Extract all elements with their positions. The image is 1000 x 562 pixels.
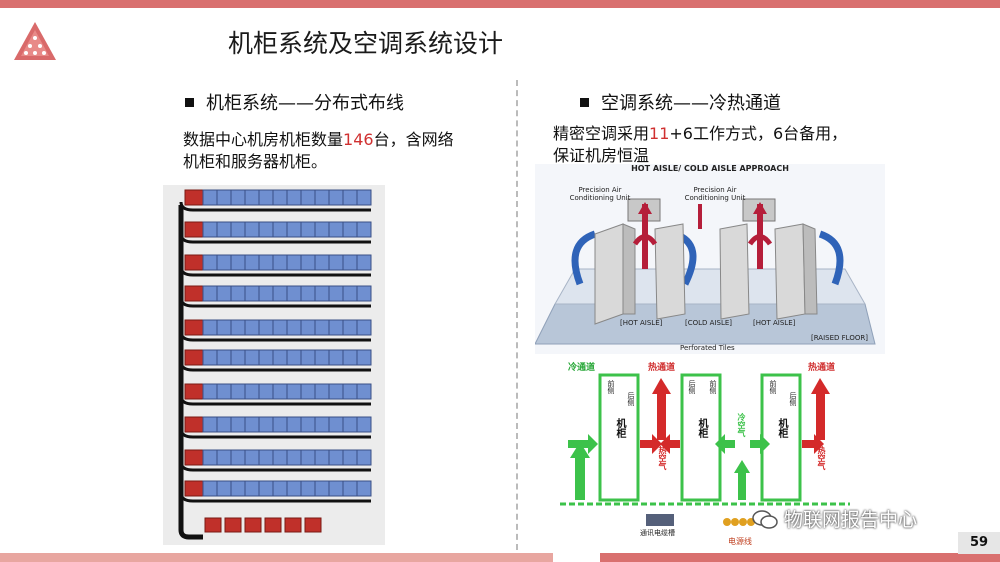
right-text-highlight: 11: [649, 124, 670, 143]
cold-aisle-label-left: 冷通道: [568, 363, 596, 373]
rack-cabling-diagram: [163, 185, 385, 545]
left-text-suffix: 台，含网络: [373, 130, 454, 149]
pac-label-1: Precision Air Conditioning Unit: [569, 186, 631, 202]
airflow-arrows: [560, 373, 850, 506]
bottom-rack: [224, 517, 242, 533]
right-text-suffix: +6工作方式，6台备用，: [669, 124, 848, 143]
bottom-bar-left: [0, 553, 553, 562]
hot-aisle-label-left: 热通道: [648, 363, 676, 373]
hot-air-label-2: 热空气: [817, 446, 826, 470]
cold-aisle-label: [COLD AISLE]: [685, 319, 732, 327]
rack-row: [179, 416, 372, 439]
cabinet-label-2: 机柜: [696, 418, 707, 438]
power-line-icon: [723, 518, 755, 526]
cabinet-label-3: 机柜: [776, 418, 787, 438]
right-body: 精密空调采用11+6工作方式，6台备用， 保证机房恒温: [553, 123, 873, 167]
cabinet-back-label-2: 后侧: [688, 380, 696, 394]
bottom-rack: [284, 517, 302, 533]
left-heading: 机柜系统——分布式布线: [185, 89, 404, 115]
cable-tray-icon: [646, 514, 674, 526]
bottom-rack: [264, 517, 282, 533]
rack-row: [179, 189, 372, 212]
hot-aisle-label-2: [HOT AISLE]: [753, 319, 796, 327]
rack-row: [179, 254, 372, 277]
left-heading-text: 机柜系统——分布式布线: [206, 93, 404, 114]
column-divider: [516, 80, 518, 550]
bottom-rack: [244, 517, 262, 533]
rack-row: [179, 319, 372, 342]
right-text-line2: 保证机房恒温: [553, 146, 650, 165]
cold-air-label: 冷空气: [737, 413, 746, 437]
bullet-icon: [580, 97, 589, 107]
airflow-diagram: 冷通道 热通道 热通道 前侧 后侧 机柜 后侧 前侧 机柜 前侧 后侧 机柜 热…: [560, 358, 850, 506]
top-accent-bar: [0, 0, 1000, 8]
cabinet-label-1: 机柜: [614, 418, 625, 438]
logo-icon: [14, 22, 56, 60]
legend-power-label: 电源线: [728, 537, 752, 546]
left-text-highlight: 146: [343, 130, 374, 149]
cabinet-front-label-2: 前侧: [709, 380, 717, 394]
cabinet-back-label: 后侧: [627, 392, 635, 406]
left-text-line2: 机柜和服务器机柜。: [183, 152, 328, 171]
hot-air-label-1: 热空气: [658, 446, 667, 470]
legend-cable-label: 通讯电缆槽: [640, 529, 675, 537]
hot-aisle-label-1: [HOT AISLE]: [620, 319, 663, 327]
cabinet-front-label: 前侧: [607, 380, 615, 394]
hot-cold-aisle-diagram: HOT AISLE/ COLD AISLE APPROACH Precision…: [535, 164, 885, 354]
bottom-bar-right: [600, 553, 1000, 562]
bullet-icon: [185, 97, 194, 107]
bottom-rack: [204, 517, 222, 533]
cabinet-front-label-3: 前侧: [769, 380, 777, 394]
raised-floor-label: [RAISED FLOOR]: [811, 334, 868, 342]
rack-row: [179, 480, 372, 503]
perforated-tiles-label: Perforated Tiles: [680, 344, 735, 352]
right-heading: 空调系统——冷热通道: [580, 89, 781, 115]
bottom-rack: [304, 517, 322, 533]
watermark: 物联网报告中心: [752, 505, 917, 532]
cabinet-back-label-3: 后侧: [789, 392, 797, 406]
wechat-icon: [752, 509, 778, 529]
pac-label-2: Precision Air Conditioning Unit: [684, 186, 746, 202]
slide-title: 机柜系统及空调系统设计: [228, 29, 504, 58]
rack-row: [179, 285, 372, 308]
right-heading-text: 空调系统——冷热通道: [601, 93, 781, 114]
page-number: 59: [958, 532, 1000, 554]
right-text-prefix: 精密空调采用: [553, 124, 650, 143]
left-body: 数据中心机房机柜数量146台，含网络 机柜和服务器机柜。: [183, 129, 503, 173]
left-text-prefix: 数据中心机房机柜数量: [183, 130, 344, 149]
diagram-title: HOT AISLE/ COLD AISLE APPROACH: [631, 164, 789, 173]
rack-row: [179, 349, 372, 372]
watermark-text: 物联网报告中心: [784, 509, 918, 531]
hot-aisle-label-right: 热通道: [808, 363, 836, 373]
aisle-illustration: [535, 198, 876, 345]
